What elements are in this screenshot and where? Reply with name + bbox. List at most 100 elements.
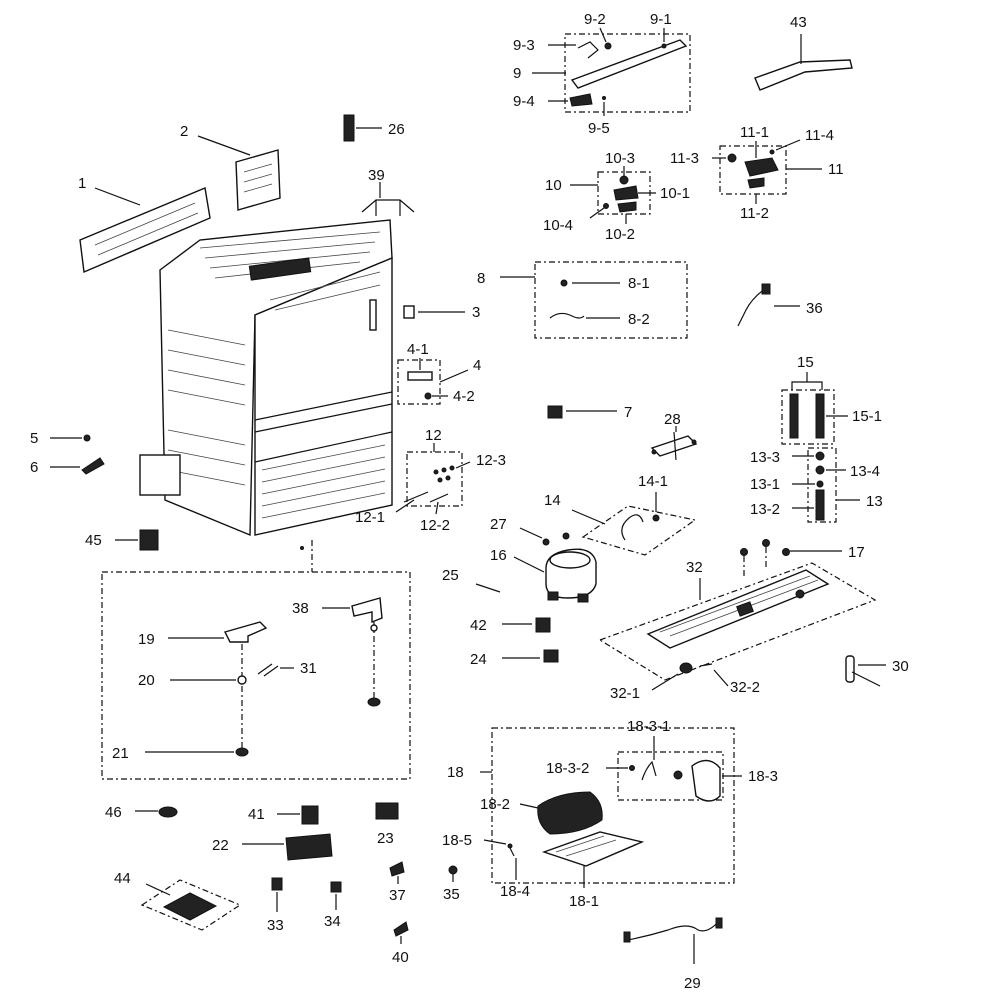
- part-25[interactable]: [475, 583, 501, 593]
- label-32-2: 32-2: [730, 679, 760, 696]
- part-11-2[interactable]: [747, 177, 765, 189]
- part-18-3-2[interactable]: [629, 765, 635, 771]
- part-10-4[interactable]: [603, 203, 609, 209]
- part-40[interactable]: [393, 921, 409, 937]
- part-18-3-1[interactable]: [641, 760, 657, 781]
- part-15-1b[interactable]: [815, 393, 825, 439]
- label-31: 31: [300, 660, 317, 677]
- part-13-1[interactable]: [816, 480, 824, 488]
- part-33[interactable]: [271, 877, 283, 891]
- part-18-5[interactable]: [507, 843, 513, 849]
- part-4-1[interactable]: [407, 371, 433, 381]
- label-8-1: 8-1: [628, 275, 650, 292]
- part-3[interactable]: [403, 305, 415, 319]
- part-39-bracket[interactable]: [361, 199, 415, 216]
- part-22[interactable]: [285, 833, 333, 861]
- part-4-2[interactable]: [424, 392, 432, 400]
- label-15: 15: [797, 354, 814, 371]
- label-33: 33: [267, 917, 284, 934]
- part-19[interactable]: [223, 621, 268, 643]
- part-13-3[interactable]: [815, 451, 825, 461]
- part-24[interactable]: [543, 649, 559, 663]
- part-9-2[interactable]: [604, 42, 612, 50]
- part-21[interactable]: [235, 747, 249, 757]
- part-13-4[interactable]: [815, 465, 825, 475]
- label-18-4: 18-4: [500, 883, 530, 900]
- part-8-1[interactable]: [560, 279, 568, 287]
- part-12-3[interactable]: [433, 465, 455, 483]
- label-42: 42: [470, 617, 487, 634]
- part-2-label-plate[interactable]: [235, 149, 281, 211]
- label-9-5: 9-5: [588, 120, 610, 137]
- part-32-2[interactable]: [699, 663, 713, 667]
- part-18-2-motor[interactable]: [537, 791, 603, 835]
- label-14: 14: [544, 492, 561, 509]
- part-12-2[interactable]: [429, 493, 449, 503]
- part-20[interactable]: [237, 675, 247, 685]
- part-17-screws[interactable]: [740, 539, 790, 579]
- part-38-cap[interactable]: [367, 697, 381, 707]
- label-45: 45: [85, 532, 102, 549]
- label-10: 10: [545, 177, 562, 194]
- part-14[interactable]: [621, 514, 644, 541]
- part-9-3[interactable]: [577, 41, 599, 59]
- part-23[interactable]: [375, 802, 399, 820]
- part-16-compressor[interactable]: [545, 548, 597, 603]
- label-9: 9: [513, 65, 521, 82]
- part-36-wire[interactable]: [737, 287, 767, 327]
- part-6[interactable]: [81, 457, 105, 475]
- part-11-1[interactable]: [744, 157, 779, 177]
- part-34[interactable]: [330, 881, 342, 893]
- part-7[interactable]: [547, 405, 563, 419]
- part-15-1a[interactable]: [789, 393, 799, 439]
- part-11-4[interactable]: [769, 149, 775, 155]
- label-18-3-2: 18-3-2: [546, 760, 589, 777]
- part-46[interactable]: [158, 806, 178, 818]
- part-43[interactable]: [754, 59, 853, 91]
- part-28[interactable]: [650, 431, 698, 461]
- part-18-1-tray[interactable]: [541, 831, 645, 867]
- part-10-1[interactable]: [613, 185, 639, 201]
- part-12-1[interactable]: [403, 491, 429, 503]
- label-13-2: 13-2: [750, 501, 780, 518]
- label-12-2: 12-2: [420, 517, 450, 534]
- label-11-1: 11-1: [740, 124, 769, 141]
- part-10-2[interactable]: [617, 201, 637, 213]
- part-30[interactable]: [845, 655, 881, 687]
- part-45[interactable]: [139, 529, 159, 551]
- part-41[interactable]: [301, 805, 319, 825]
- group-4: [397, 359, 441, 405]
- part-9-4[interactable]: [569, 93, 593, 107]
- part-31-pins[interactable]: [257, 663, 279, 677]
- part-35[interactable]: [448, 865, 458, 875]
- part-32-1[interactable]: [679, 662, 693, 674]
- label-11-2: 11-2: [740, 205, 769, 222]
- part-44[interactable]: [162, 892, 218, 921]
- part-18-4[interactable]: [509, 847, 515, 857]
- label-29: 29: [684, 975, 701, 992]
- part-18-3-fan-housing[interactable]: [691, 759, 721, 802]
- part-14-1[interactable]: [652, 514, 660, 522]
- part-5[interactable]: [83, 434, 91, 442]
- label-12-3: 12-3: [476, 452, 506, 469]
- part-8-2[interactable]: [549, 312, 585, 319]
- part-10-3[interactable]: [619, 175, 629, 185]
- part-27[interactable]: [542, 538, 550, 546]
- label-19: 19: [138, 631, 155, 648]
- part-38[interactable]: [351, 597, 383, 624]
- label-3: 3: [472, 304, 480, 321]
- part-9-5[interactable]: [602, 96, 606, 100]
- label-4-2: 4-2: [453, 388, 475, 405]
- part-37[interactable]: [389, 861, 405, 877]
- label-13-1: 13-1: [750, 476, 780, 493]
- part-11-3[interactable]: [727, 153, 737, 163]
- part-42[interactable]: [535, 617, 551, 633]
- part-1-panel[interactable]: [79, 187, 211, 274]
- part-26[interactable]: [343, 114, 355, 142]
- label-32: 32: [686, 559, 703, 576]
- label-7: 7: [624, 404, 632, 421]
- part-29-harness[interactable]: [627, 919, 721, 941]
- part-13-2[interactable]: [815, 489, 825, 521]
- part-9-1[interactable]: [570, 39, 688, 89]
